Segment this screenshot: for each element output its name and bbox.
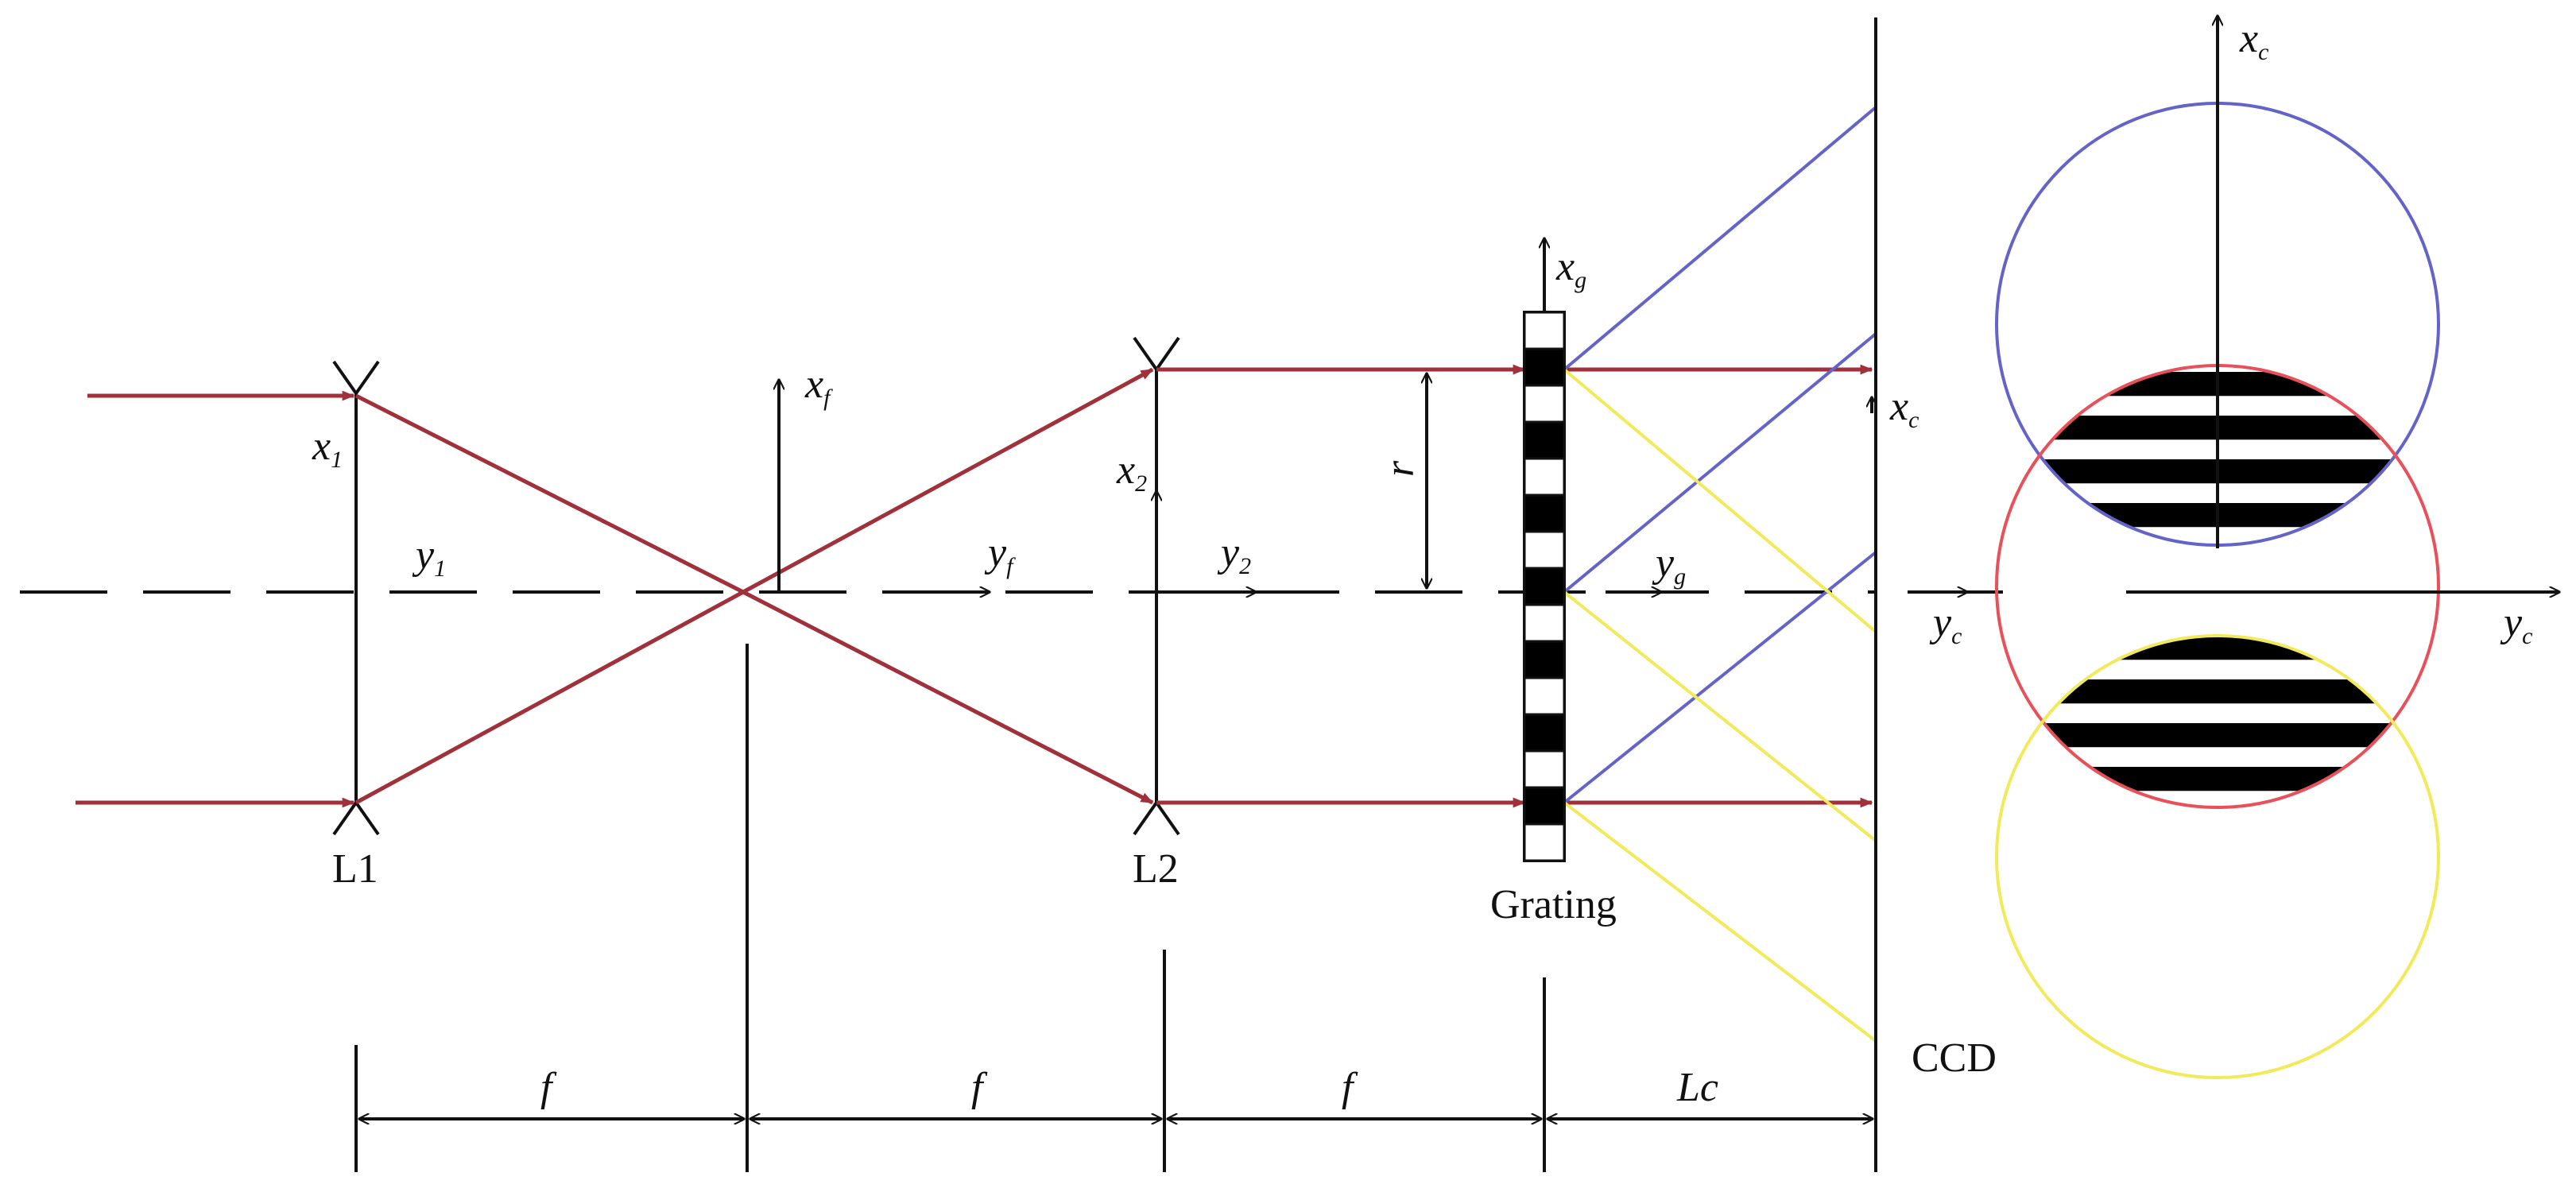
yc-ccd-label: yc [1929, 600, 1962, 649]
grating-cell [1523, 786, 1566, 826]
grating-cell [1523, 567, 1566, 606]
focal-length-3: f [1342, 1065, 1358, 1110]
grating-cell [1523, 603, 1566, 643]
grating [1523, 311, 1566, 862]
xc-ccd-label: xc [1889, 384, 1919, 433]
ccd-view [1995, 16, 2559, 1079]
grating-cell [1523, 420, 1566, 460]
order-minus-circle [1995, 634, 2440, 1079]
ray-bundle [76, 364, 1873, 808]
grating-cell [1523, 676, 1566, 716]
fringe-band [1997, 503, 2438, 528]
lc-distance: Lc [1676, 1065, 1718, 1110]
lens-l2-label: L2 [1133, 846, 1179, 892]
xf-label: xf [804, 362, 833, 411]
grating-cell [1523, 457, 1566, 497]
diffraction-orders-plus [1563, 106, 1877, 804]
grating-cell [1523, 749, 1566, 789]
grating-cell [1523, 384, 1566, 424]
yc-right-label: yc [2500, 600, 2532, 649]
x1-label: x1 [312, 424, 343, 473]
grating-cell [1523, 640, 1566, 679]
grating-cell [1523, 713, 1566, 753]
fringe-band [1997, 416, 2438, 440]
grating-cell [1523, 493, 1566, 533]
focal-length-1: f [540, 1065, 557, 1110]
r-label: r [1377, 460, 1423, 477]
xg-label: xg [1555, 244, 1586, 293]
diffraction-orders-minus [1563, 368, 1877, 1043]
yf-label: yf [984, 530, 1016, 579]
fringe-band [1997, 636, 2438, 660]
focal-length-2: f [971, 1065, 988, 1110]
x2-label: x2 [1116, 447, 1147, 497]
fringe-band [1997, 679, 2438, 704]
grating-cell [1523, 311, 1566, 350]
grating-cell [1523, 347, 1566, 387]
grating-label: Grating [1490, 882, 1617, 927]
grating-cell [1523, 530, 1566, 570]
ccd-label: CCD [1912, 1035, 1997, 1081]
fringe-band [1997, 372, 2438, 397]
xc-right-label: xc [2239, 16, 2268, 65]
fringe-band [1997, 767, 2438, 791]
y2-label: y2 [1217, 530, 1251, 579]
lens-l1-label: L1 [332, 846, 378, 892]
grating-cell [1523, 822, 1566, 862]
yg-label: yg [1652, 540, 1686, 590]
y1-label: y1 [412, 532, 446, 582]
fringe-band [1997, 723, 2438, 748]
lens-l1 [332, 360, 380, 836]
